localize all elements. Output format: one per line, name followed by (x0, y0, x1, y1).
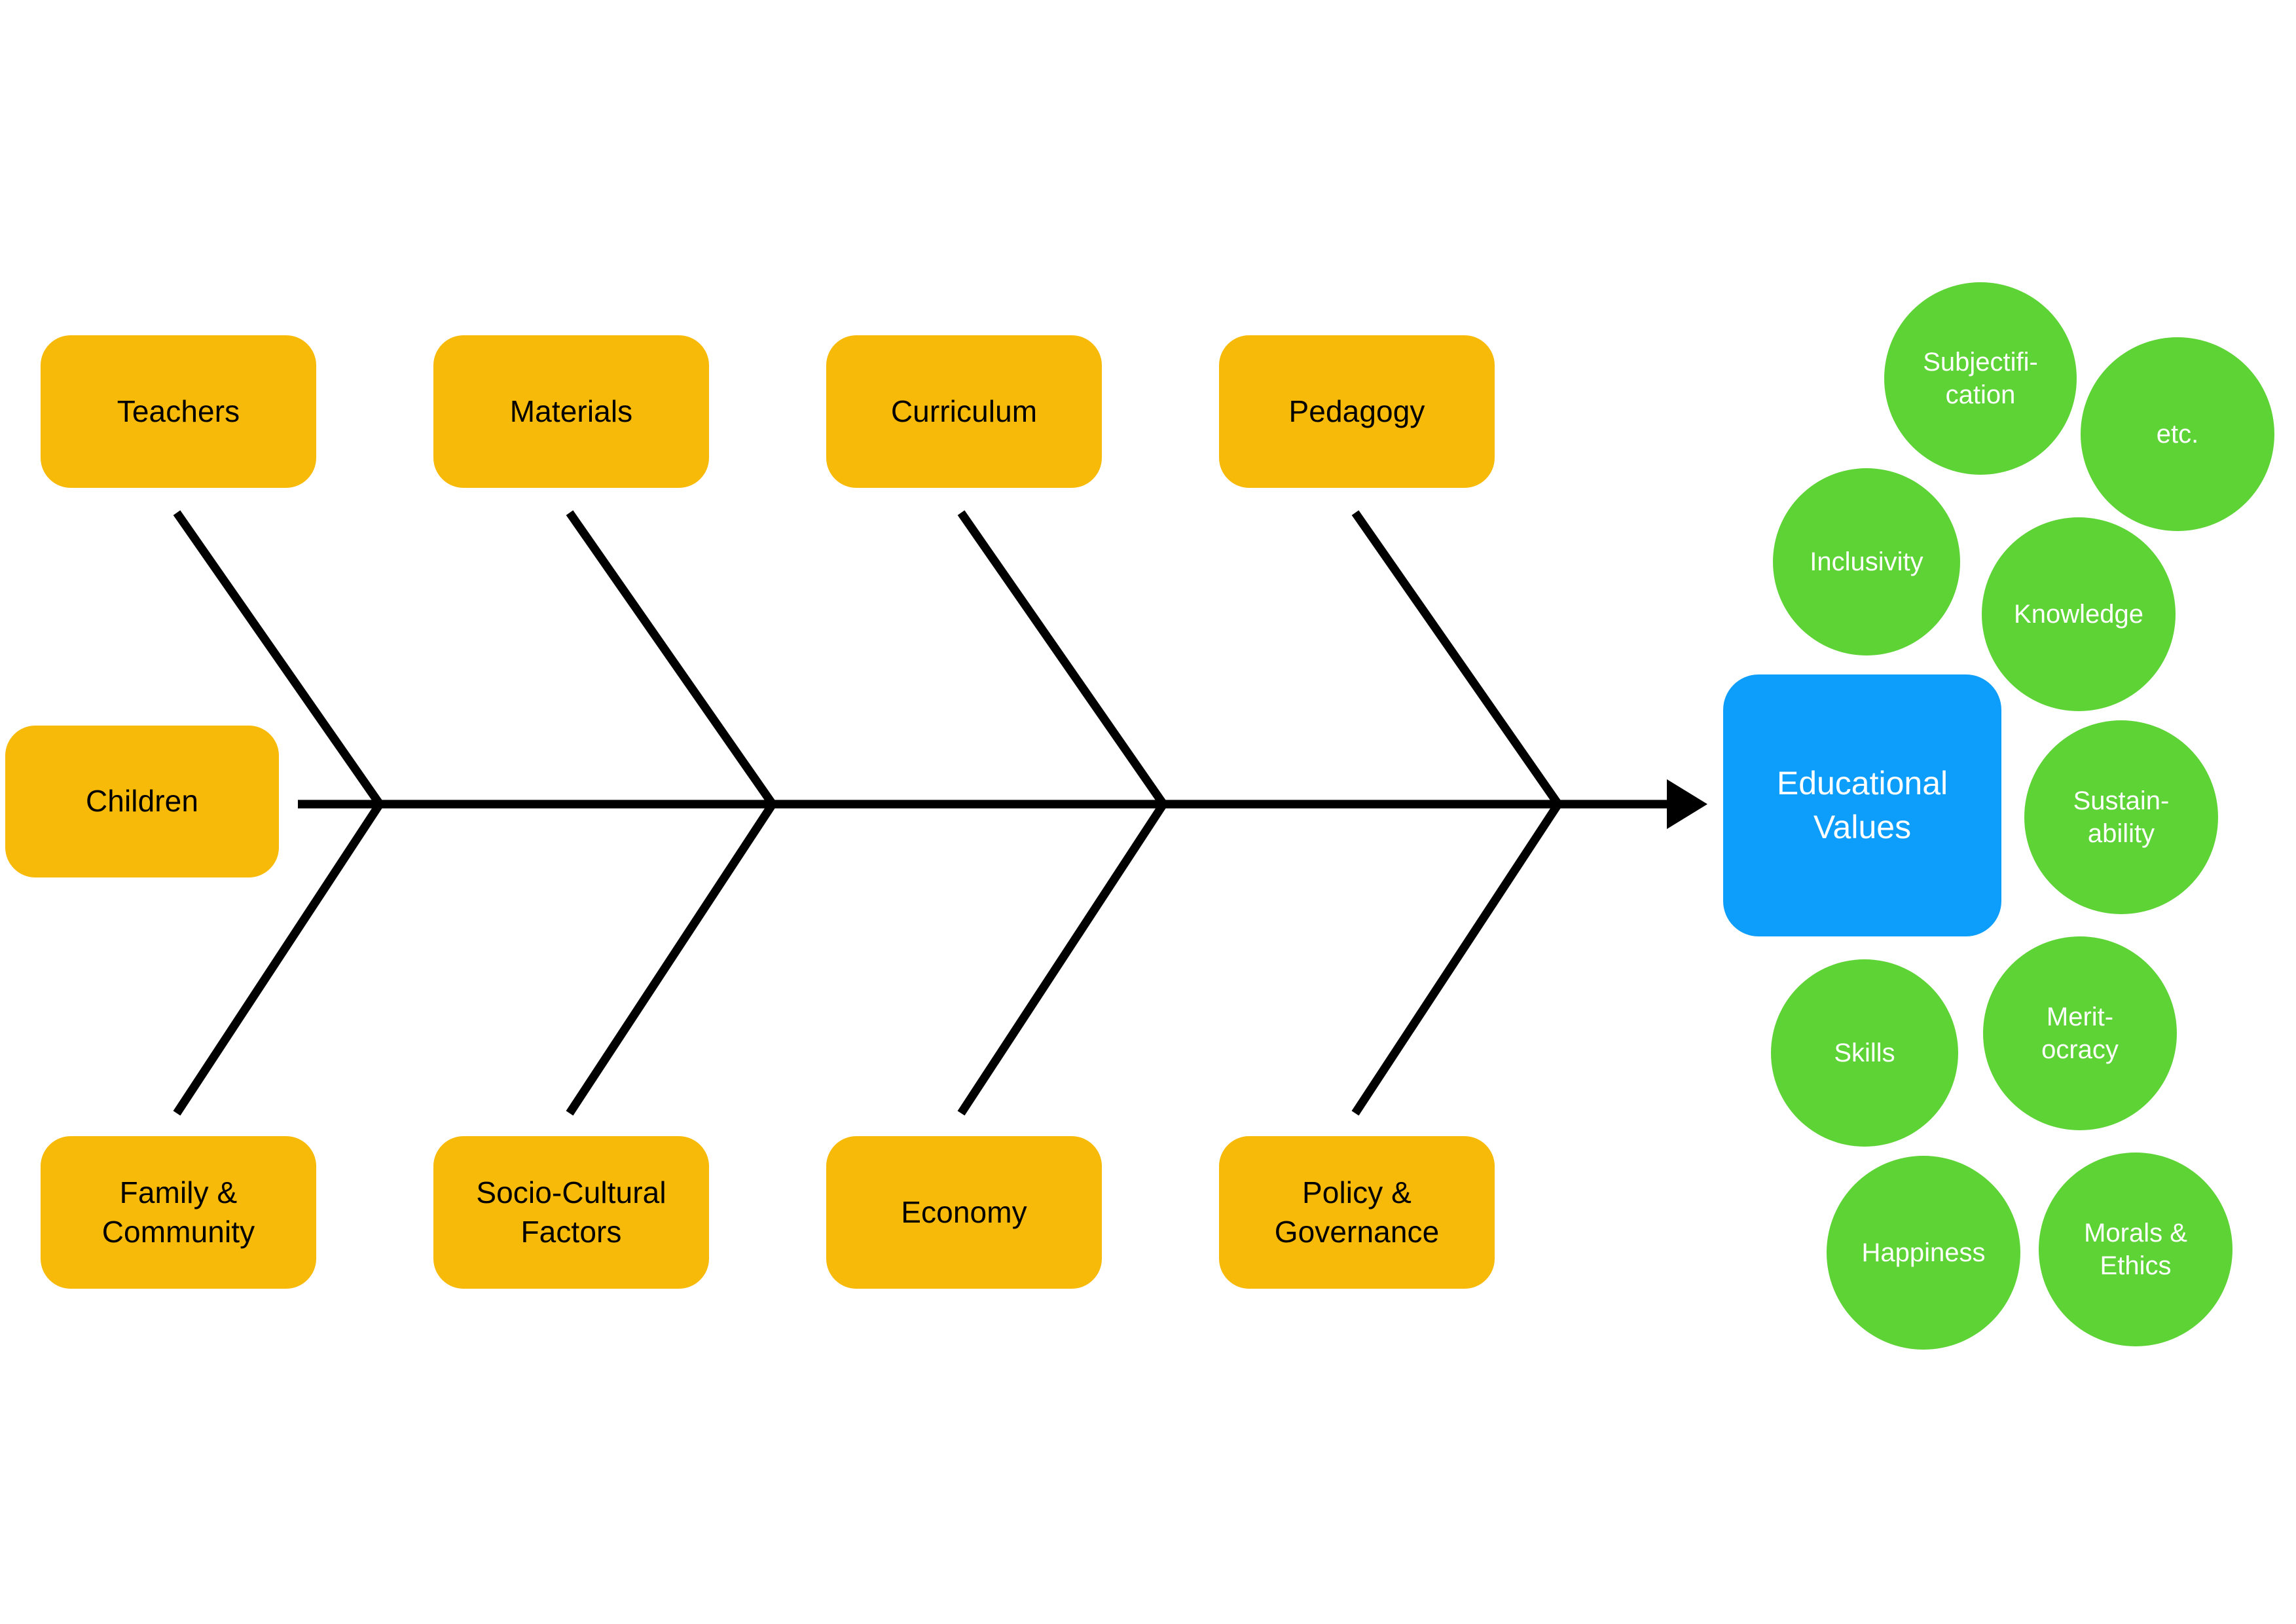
value-bubble-subjectification[interactable]: Subjectifi- cation (1884, 282, 2077, 475)
cause-box-family-community[interactable]: Family & Community (41, 1136, 316, 1289)
cause-label-socio-cultural-factors: Socio-Cultural Factors (476, 1175, 666, 1249)
value-label-subjectification: Subjectifi- cation (1923, 347, 2038, 409)
spine-arrowhead-icon (1667, 779, 1707, 829)
rib-top-3 (1351, 510, 1562, 807)
cause-label-economy: Economy (901, 1194, 1027, 1229)
cause-box-socio-cultural-factors[interactable]: Socio-Cultural Factors (433, 1136, 709, 1289)
value-bubble-morals-ethics[interactable]: Morals & Ethics (2039, 1153, 2232, 1346)
cause-box-children[interactable]: Children (5, 726, 279, 877)
value-bubble-knowledge[interactable]: Knowledge (1982, 517, 2176, 711)
cause-box-curriculum[interactable]: Curriculum (826, 335, 1102, 488)
rib-top-1 (566, 510, 776, 807)
value-label-etc: etc. (2156, 419, 2199, 449)
cause-box-pedagogy[interactable]: Pedagogy (1219, 335, 1495, 488)
value-label-knowledge: Knowledge (2014, 599, 2143, 629)
cause-box-policy-governance[interactable]: Policy & Governance (1219, 1136, 1495, 1289)
cause-box-economy[interactable]: Economy (826, 1136, 1102, 1289)
cause-label-materials: Materials (509, 394, 633, 428)
value-bubble-inclusivity[interactable]: Inclusivity (1773, 468, 1960, 655)
value-label-inclusivity: Inclusivity (1810, 547, 1923, 576)
cause-label-curriculum: Curriculum (890, 394, 1038, 428)
cause-label-family-community: Family & Community (101, 1175, 255, 1249)
cause-box-teachers[interactable]: Teachers (41, 335, 316, 488)
cause-label-children: Children (85, 784, 199, 819)
cause-box-materials[interactable]: Materials (433, 335, 709, 488)
value-label-skills: Skills (1834, 1038, 1895, 1067)
cause-label-teachers: Teachers (117, 394, 240, 428)
value-bubble-happiness[interactable]: Happiness (1827, 1156, 2020, 1350)
value-bubble-sustainability[interactable]: Sustain- ability (2024, 720, 2218, 914)
value-bubble-meritocracy[interactable]: Merit- ocracy (1983, 936, 2177, 1130)
value-label-meritocracy: Merit- ocracy (2041, 1002, 2119, 1064)
value-bubble-skills[interactable]: Skills (1771, 959, 1958, 1147)
rib-bottom-2 (957, 802, 1167, 1116)
effect-label: Educational Values (1776, 765, 1948, 845)
rib-bottom-3 (1351, 802, 1562, 1116)
cause-label-policy-governance: Policy & Governance (1274, 1175, 1440, 1249)
value-label-sustainability: Sustain- ability (2073, 786, 2170, 848)
value-label-morals-ethics: Morals & Ethics (2084, 1218, 2187, 1280)
rib-top-2 (957, 510, 1167, 807)
effect-box-educational-values[interactable]: Educational Values (1723, 674, 2001, 936)
value-label-happiness: Happiness (1861, 1238, 1986, 1267)
cause-label-pedagogy: Pedagogy (1288, 394, 1425, 428)
rib-bottom-1 (566, 802, 776, 1116)
value-bubble-etc[interactable]: etc. (2081, 337, 2274, 531)
